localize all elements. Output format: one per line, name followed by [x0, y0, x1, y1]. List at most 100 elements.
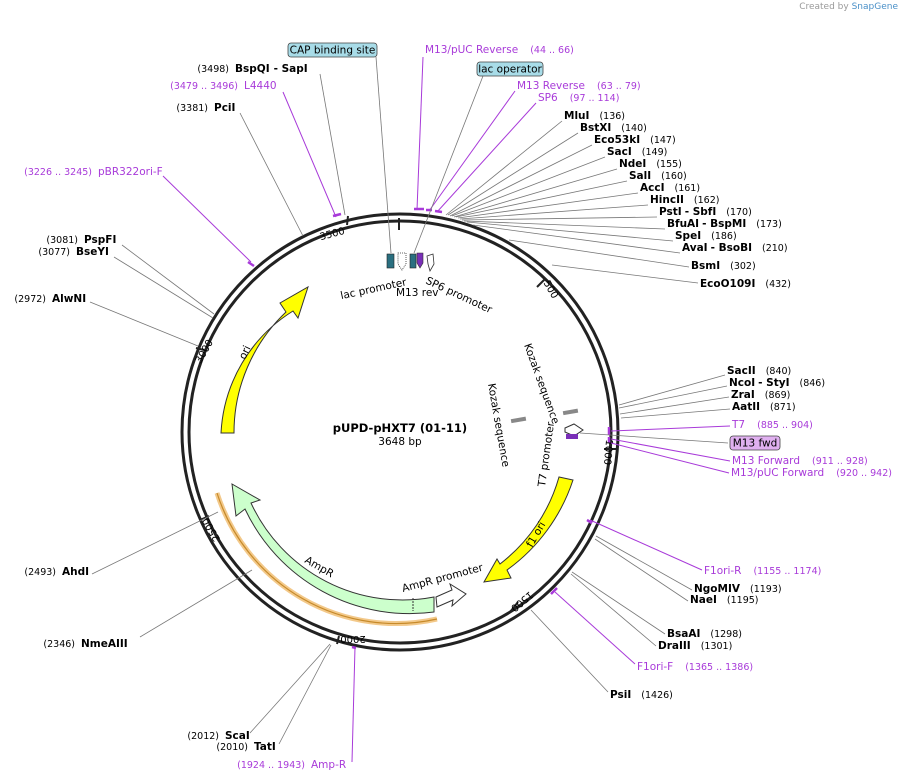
snapgene-logo: SnapGene	[851, 2, 898, 12]
primer-position: (1365 .. 1386)	[685, 662, 753, 673]
enzyme-label-22[interactable]: EcoO109I (432)	[700, 278, 791, 290]
enzyme-name: PciI	[214, 102, 235, 114]
enzyme-leader-9	[445, 120, 563, 216]
sp6-promoter-arrow	[426, 253, 435, 273]
enzyme-label-31[interactable]: PsiI(1426)	[610, 689, 673, 701]
enzyme-name: PstI	[659, 206, 682, 218]
enzyme-isoschizomer: - StyI	[758, 377, 789, 389]
enzyme-label-28[interactable]: NaeI (1195)	[690, 594, 759, 606]
boxed-feature-0[interactable]: CAP binding site	[287, 42, 378, 58]
primer-label-1[interactable]: (3479 .. 3496)L4440	[170, 80, 276, 92]
primer-label-8[interactable]: F1ori-R(1155 .. 1174)	[704, 565, 821, 577]
enzyme-label-18[interactable]: BfuAI - BspMI(173)	[667, 218, 782, 230]
boxed-feature-bg	[729, 435, 781, 451]
primer-label-5[interactable]: T7(885 .. 904)	[731, 419, 813, 431]
label-m13-rev: M13 rev	[396, 287, 439, 299]
enzyme-label-4[interactable]: (2972)AlwNI	[14, 293, 86, 305]
enzyme-leader-20	[472, 224, 681, 254]
lac-operator-block	[409, 253, 417, 269]
enzyme-label-0[interactable]: (3498)BspQI - SapI	[197, 63, 307, 75]
primer-label-7[interactable]: M13/pUC Forward(920 .. 942)	[731, 467, 892, 479]
primer-name: T7	[731, 419, 745, 431]
enzyme-label-20[interactable]: AvaI - BsoBI(210)	[682, 242, 788, 254]
primer-label-3[interactable]: M13 Reverse(63 .. 79)	[517, 80, 641, 92]
enzyme-label-24[interactable]: NcoI - StyI(846)	[729, 377, 825, 389]
enzyme-label-13[interactable]: NdeI(155)	[619, 158, 682, 170]
enzyme-label-29[interactable]: BsaAI(1298)	[667, 628, 742, 640]
enzyme-label-25[interactable]: ZraI(869)	[731, 389, 790, 401]
primer-leader-0	[162, 175, 252, 263]
enzyme-position: (3077)	[38, 247, 70, 258]
enzyme-position: (2012)	[187, 731, 219, 742]
enzyme-label-2[interactable]: (3081)PspFI	[46, 234, 116, 246]
tick-label-2: 1500	[508, 589, 535, 614]
enzyme-label-23[interactable]: SacII(840)	[727, 365, 791, 377]
primer-label-4[interactable]: SP6(97 .. 114)	[538, 92, 619, 104]
primer-label-9[interactable]: F1ori-F(1365 .. 1386)	[637, 661, 753, 673]
primer-leader-4	[436, 102, 537, 213]
enzyme-leader-3	[113, 256, 214, 319]
enzyme-leader-8	[278, 644, 332, 745]
enzyme-leader-10	[447, 132, 579, 216]
primer-position: (63 .. 79)	[597, 81, 641, 92]
plasmid-size: 3648 bp	[378, 436, 422, 448]
t7-promoter-arrow	[564, 423, 584, 437]
enzyme-label-26[interactable]: AatII(871)	[732, 401, 796, 413]
primer-label-10[interactable]: (1924 .. 1943)Amp-R	[237, 759, 346, 771]
enzyme-position: (210)	[762, 243, 788, 254]
enzyme-name: NaeI	[690, 594, 717, 606]
primer-label-2[interactable]: M13/pUC Reverse(44 .. 66)	[425, 44, 574, 56]
enzyme-leader-22	[551, 264, 699, 284]
enzyme-name: SacII	[727, 365, 756, 377]
enzyme-label-15[interactable]: AccI(161)	[640, 182, 700, 194]
enzyme-leader-28	[594, 538, 689, 602]
enzyme-leader-30	[570, 573, 657, 647]
enzyme-position: (2972)	[14, 294, 46, 305]
enzyme-label-21[interactable]: BsmI(302)	[691, 260, 756, 272]
enzyme-position: (136)	[599, 111, 625, 122]
enzyme-label-9[interactable]: MluI(136)	[564, 110, 625, 122]
enzyme-name: EcoO109I	[700, 278, 755, 290]
primer-label-0[interactable]: (3226 .. 3245)pBR322ori-F	[24, 166, 163, 178]
label-kozak-1: Kozak sequence	[521, 342, 561, 426]
enzyme-label-6[interactable]: (2346)NmeAIII	[43, 638, 127, 650]
enzyme-label-12[interactable]: SacI(149)	[607, 146, 667, 158]
boxed-feature-2[interactable]: M13 fwd	[729, 435, 781, 451]
enzyme-label-8[interactable]: (2010)TatI	[216, 741, 275, 753]
enzyme-label-27[interactable]: NgoMIV(1193)	[694, 583, 782, 595]
enzyme-position: (147)	[650, 135, 676, 146]
ampr-promoter-arrow	[435, 582, 467, 608]
enzyme-leader-31	[530, 609, 609, 693]
boxed-feature-bg	[287, 42, 378, 58]
enzyme-leader-26	[620, 408, 731, 419]
enzyme-leader-16	[459, 204, 649, 220]
enzyme-leader-14	[455, 180, 628, 218]
label-t7-promoter: T7 promoter	[536, 421, 557, 489]
primer-leader-1	[282, 91, 337, 218]
enzyme-position: (2010)	[216, 742, 248, 753]
enzyme-position: (1195)	[727, 595, 759, 606]
kozak-marker-2	[510, 416, 527, 424]
enzyme-label-5[interactable]: (2493)AhdI	[24, 566, 89, 578]
enzyme-label-7[interactable]: (2012)ScaI	[187, 730, 249, 742]
primer-leader-2	[416, 56, 424, 211]
enzyme-label-1[interactable]: (3381)PciI	[176, 102, 235, 114]
backbone-outer	[180, 212, 620, 652]
enzyme-position: (149)	[642, 147, 668, 158]
label-ampr-promoter: AmpR promoter	[401, 562, 485, 595]
enzyme-name: SalI	[629, 170, 651, 182]
enzyme-label-11[interactable]: Eco53kI(147)	[594, 134, 676, 146]
enzyme-position: (432)	[765, 279, 791, 290]
primer-name: M13 Forward	[732, 455, 800, 467]
primer-label-6[interactable]: M13 Forward(911 .. 928)	[732, 455, 868, 467]
enzyme-label-30[interactable]: DraIII(1301)	[658, 640, 732, 652]
boxed-feature-text: lac operator	[478, 64, 542, 76]
boxed-feature-1[interactable]: lac operator	[476, 61, 544, 77]
enzyme-label-16[interactable]: HincII(162)	[650, 194, 719, 206]
enzyme-label-10[interactable]: BstXI(140)	[580, 122, 647, 134]
enzyme-label-3[interactable]: (3077)BseYI	[38, 246, 108, 258]
enzyme-label-19[interactable]: SpeI(186)	[675, 230, 737, 242]
enzyme-leader-2	[121, 244, 215, 315]
enzyme-label-14[interactable]: SalI(160)	[629, 170, 687, 182]
enzyme-label-17[interactable]: PstI - SbfI(170)	[659, 206, 752, 218]
